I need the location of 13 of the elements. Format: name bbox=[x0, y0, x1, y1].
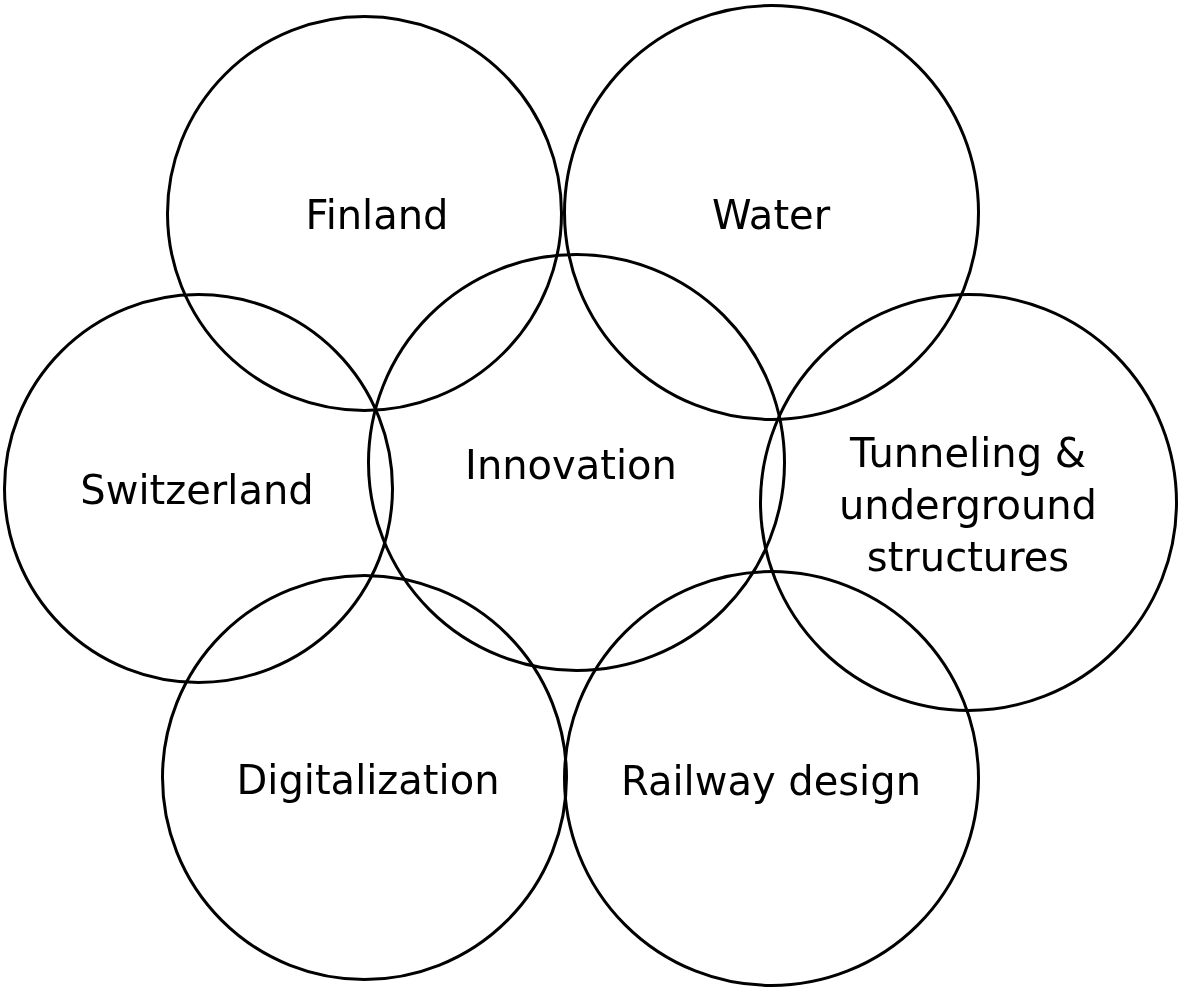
topic-label: Railway design bbox=[621, 757, 921, 806]
topic-circle bbox=[2, 292, 394, 684]
topic-label: Switzerland bbox=[79, 466, 315, 515]
topic-label: Finland bbox=[304, 191, 450, 240]
topic-circle bbox=[160, 573, 568, 981]
topic-circle bbox=[165, 14, 563, 412]
topic-circle bbox=[562, 3, 980, 421]
topic-label: Innovation bbox=[464, 441, 678, 490]
topic-label: Digitalization bbox=[235, 756, 501, 805]
topic-label: Tunneling & underground structures bbox=[838, 429, 1098, 582]
topic-circle bbox=[758, 292, 1178, 712]
topic-circle bbox=[366, 252, 786, 672]
topic-label: Water bbox=[710, 191, 832, 240]
